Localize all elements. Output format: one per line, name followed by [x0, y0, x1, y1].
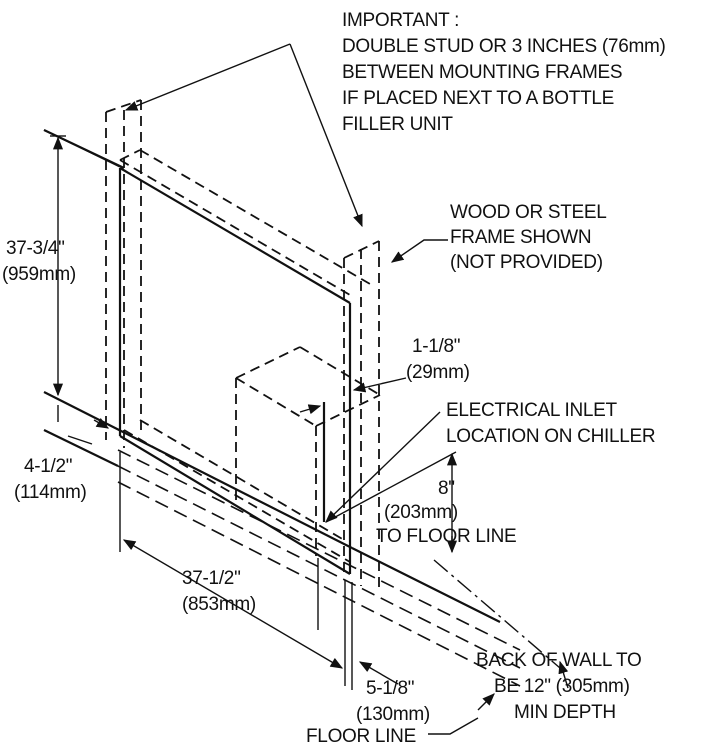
floor-line-lower-1: [43, 429, 119, 467]
important-line-2: DOUBLE STUD OR 3 INCHES (76mm): [342, 36, 666, 57]
floor-line-leader: [428, 717, 479, 735]
gap-arrow-bottom: [67, 435, 93, 445]
floor-line-lower-2: [117, 449, 521, 651]
width-metric: (853mm): [182, 594, 256, 615]
sill-2: [139, 419, 345, 541]
width-dimension-line: [122, 539, 344, 669]
important-line-5: FILLER UNIT: [342, 114, 453, 135]
inlet-offset-metric: (29mm): [406, 362, 470, 383]
floor-line-lower-3: [117, 465, 521, 669]
chiller-top-right: [299, 346, 381, 396]
important-leader-right: [289, 43, 363, 228]
back-wall-arrow-2: [477, 693, 495, 711]
header-top-3: [119, 159, 351, 296]
back-wall-arrow: [558, 660, 569, 689]
left-stud-top: [105, 99, 142, 113]
back-wall-line-1: BACK OF WALL TO: [476, 650, 642, 671]
frame-line-3: (NOT PROVIDED): [450, 252, 603, 273]
right-stud-top: [343, 240, 380, 259]
gap-metric: (114mm): [14, 482, 87, 503]
important-line-1: IMPORTANT :: [342, 10, 459, 31]
electrical-line-1: ELECTRICAL INLET: [446, 400, 618, 421]
electrical-line-2: LOCATION ON CHILLER: [446, 426, 655, 447]
chiller-top-front: [235, 377, 317, 427]
header-top-1: [119, 149, 141, 161]
frame-line-1: WOOD OR STEEL: [450, 202, 607, 223]
height-imperial: 37-3/4": [6, 238, 65, 259]
header-top-2: [139, 149, 371, 285]
back-wall-line-2: BE 12" (305mm): [494, 676, 630, 697]
frame-note-leader: [390, 239, 448, 263]
depth-metric: (130mm): [356, 704, 430, 725]
important-line-4: IF PLACED NEXT TO A BOTTLE: [342, 88, 614, 109]
inlet-offset-arrow-2: [299, 404, 322, 415]
back-wall-centerline: [433, 559, 561, 669]
gap-arrow-top: [93, 417, 110, 429]
chiller-top-left: [235, 346, 301, 379]
width-imperial: 37-1/2": [182, 568, 241, 589]
inlet-height-leader: [325, 451, 457, 523]
floor-line-long: [351, 547, 501, 623]
floor-line-solid: [43, 391, 353, 549]
important-leader-left: [124, 43, 291, 111]
height-metric: (959mm): [2, 264, 76, 285]
important-line-3: BETWEEN MOUNTING FRAMES: [342, 62, 622, 83]
inlet-leader: [325, 411, 441, 523]
chiller-top-back: [315, 394, 381, 427]
floor-line-lower-4: [117, 481, 521, 687]
inlet-height-metric: (203mm): [384, 502, 458, 523]
floor-line-label: FLOOR LINE: [306, 726, 416, 747]
depth-arrow: [358, 661, 399, 685]
frame-line-2: FRAME SHOWN: [450, 227, 591, 248]
inlet-offset-imperial: 1-1/8": [412, 336, 460, 357]
gap-imperial: 4-1/2": [24, 456, 72, 477]
inlet-offset-arrow: [352, 377, 407, 393]
frame-bottom-edge: [119, 435, 351, 575]
to-floor-line-label: TO FLOOR LINE: [376, 526, 516, 547]
back-wall-line-3: MIN DEPTH: [514, 702, 616, 723]
inlet-height-imperial: 8": [438, 478, 455, 499]
sill-1: [123, 429, 351, 563]
frame-top-edge: [119, 167, 351, 304]
depth-imperial: 5-1/8": [366, 678, 414, 699]
